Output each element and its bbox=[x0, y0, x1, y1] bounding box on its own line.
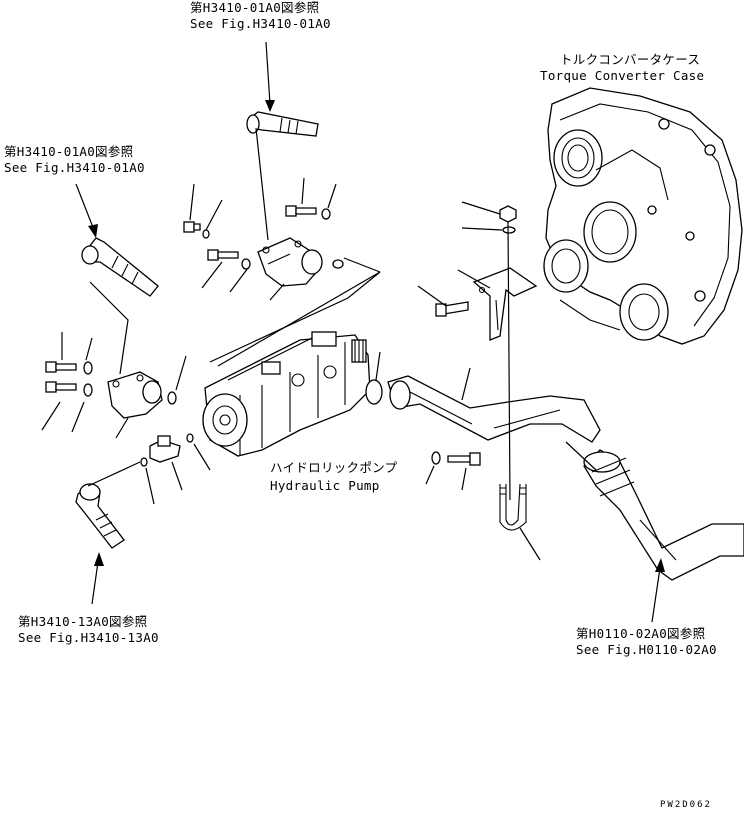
o-ring-large bbox=[365, 379, 383, 405]
torque-converter-case bbox=[543, 87, 743, 345]
outlet-pipe bbox=[387, 375, 601, 443]
drawing-code: PW2D062 bbox=[660, 800, 712, 810]
washer-top bbox=[502, 226, 516, 234]
o-ring-small-2 bbox=[140, 457, 148, 467]
hydraulic-pump bbox=[202, 331, 371, 457]
top-hose bbox=[246, 111, 319, 137]
bolts-upper bbox=[183, 205, 344, 270]
bottom-right-reference-jp: 第H0110-02A0図参照 bbox=[576, 626, 706, 641]
arrow-bottom-left bbox=[91, 552, 104, 605]
left-reference-en: See Fig.H3410-01A0 bbox=[4, 160, 145, 175]
top-reference-en: See Fig.H3410-01A0 bbox=[190, 16, 331, 31]
arrow-bottom-right bbox=[651, 558, 665, 623]
bolts-left bbox=[45, 361, 93, 397]
torque-converter-case-jp: トルクコンバータケース bbox=[560, 52, 701, 67]
bottom-right-reference-en: See Fig.H0110-02A0 bbox=[576, 642, 717, 657]
torque-converter-case-en: Torque Converter Case bbox=[540, 68, 705, 83]
arrow-top bbox=[265, 41, 275, 112]
washer bbox=[431, 451, 441, 465]
adapter-fitting bbox=[149, 435, 181, 463]
top-reference-jp: 第H3410-01A0図参照 bbox=[190, 0, 320, 15]
hydraulic-pump-en: Hydraulic Pump bbox=[270, 478, 380, 493]
u-bolt bbox=[499, 483, 527, 531]
o-ring bbox=[167, 391, 177, 405]
nut bbox=[499, 205, 517, 223]
inlet-hose bbox=[583, 449, 744, 581]
arrow-left bbox=[75, 183, 98, 238]
mounting-bracket bbox=[472, 267, 538, 341]
top-elbow-flange bbox=[257, 237, 323, 287]
bolt-pipe bbox=[447, 452, 481, 466]
bracket-bolt bbox=[435, 301, 469, 317]
bottom-left-reference-jp: 第H3410-13A0図参照 bbox=[18, 614, 148, 629]
bottom-left-reference-en: See Fig.H3410-13A0 bbox=[18, 630, 159, 645]
left-reference-jp: 第H3410-01A0図参照 bbox=[4, 144, 134, 159]
left-hose bbox=[81, 237, 159, 297]
o-ring-small bbox=[186, 433, 194, 443]
hydraulic-pump-jp: ハイドロリックポンプ bbox=[270, 460, 398, 475]
left-elbow-flange bbox=[107, 371, 163, 419]
bottom-left-hose bbox=[75, 483, 125, 549]
